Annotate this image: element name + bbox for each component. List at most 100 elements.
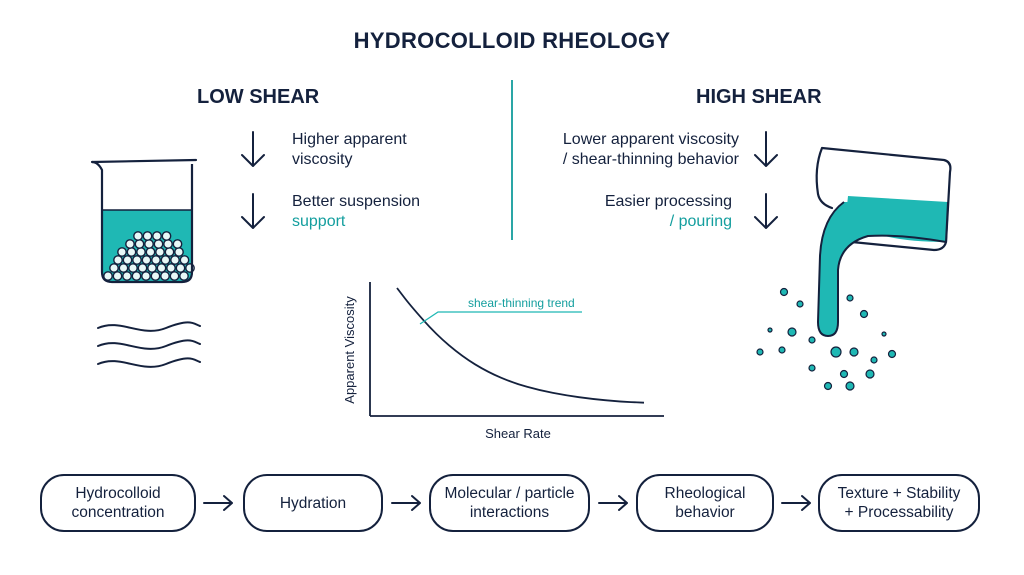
particle-bead <box>151 255 161 265</box>
droplet <box>787 327 797 337</box>
particle-bead <box>179 271 189 281</box>
particle-bead <box>155 247 165 257</box>
particle-bead <box>145 247 156 257</box>
high-shear-effect-processing-line2: / pouring <box>669 213 732 230</box>
down-arrow-icon <box>754 131 778 167</box>
droplet <box>839 369 849 379</box>
high-shear-effect-viscosity: Lower apparent viscosity / shear-thinnin… <box>563 130 739 170</box>
flow-step-concentration: Hydrocolloid concentration <box>40 474 196 532</box>
right-arrow-icon <box>781 495 811 511</box>
droplet <box>779 287 789 297</box>
droplet <box>767 327 773 333</box>
particle-bead <box>160 255 171 265</box>
droplet <box>845 381 855 391</box>
flow-step-label: concentration <box>71 504 165 521</box>
particle-bead <box>103 271 113 281</box>
particle-bead <box>144 239 154 249</box>
particle-bead <box>134 239 145 249</box>
particle-bead <box>179 255 190 265</box>
low-shear-effect-suspension: Better suspension support <box>292 192 420 232</box>
droplet <box>870 356 878 364</box>
particle-bead <box>153 239 164 249</box>
flow-step-rheology: Rheological behavior <box>636 474 774 532</box>
droplet <box>830 346 842 358</box>
particle-bead <box>113 255 123 265</box>
flow-step-label: Molecular / particle <box>444 485 575 502</box>
droplet <box>881 331 887 337</box>
droplet <box>849 347 859 357</box>
flow-step-interactions: Molecular / particle interactions <box>429 474 590 532</box>
particle-bead <box>137 263 148 273</box>
droplet <box>796 300 804 308</box>
particle-bead <box>118 263 129 273</box>
low-shear-effect-suspension-line2: support <box>292 213 346 230</box>
particle-bead <box>169 271 180 281</box>
particle-bead <box>156 263 167 273</box>
particle-bead <box>141 255 152 265</box>
high-shear-effect-viscosity-line2: / shear-thinning behavior <box>562 151 739 168</box>
particle-bead <box>133 231 143 241</box>
section-divider <box>511 80 513 240</box>
right-arrow-icon <box>203 495 233 511</box>
particle-bead <box>109 263 119 273</box>
low-shear-effect-viscosity-line1: Higher apparent <box>292 131 407 148</box>
down-arrow-icon <box>241 131 265 167</box>
flow-step-label: Rheological <box>664 485 746 502</box>
particle-bead <box>150 271 161 281</box>
particle-bead <box>147 263 157 273</box>
particle-bead <box>136 247 146 257</box>
down-arrow-icon <box>754 193 778 229</box>
high-shear-effect-processing: Easier processing / pouring <box>605 192 732 232</box>
high-shear-effect-processing-line1: Easier processing <box>604 193 732 210</box>
flow-step-label: interactions <box>469 504 550 521</box>
flow-step-outcome: Texture + Stability+ Processability <box>818 474 980 532</box>
particle-bead <box>166 263 176 273</box>
particle-bead <box>175 263 186 273</box>
particle-bead <box>152 231 162 241</box>
droplet <box>808 336 816 344</box>
particle-bead <box>164 247 175 257</box>
particle-bead <box>163 239 173 249</box>
flow-step-hydration: Hydration <box>243 474 383 532</box>
droplet <box>846 294 854 302</box>
flow-step-label: Hydrocolloid <box>75 485 161 502</box>
low-shear-effect-viscosity: Higher apparent viscosity <box>292 130 407 170</box>
annotation-leader-line <box>419 311 582 325</box>
droplet <box>887 349 897 359</box>
low-shear-heading: LOW SHEAR <box>197 86 320 108</box>
particle-bead <box>128 263 138 273</box>
flow-step-label: Hydration <box>279 494 347 512</box>
particle-bead <box>170 255 180 265</box>
low-shear-effect-suspension-line1: Better suspension <box>292 193 421 210</box>
particle-bead <box>125 239 135 249</box>
high-shear-heading: HIGH SHEAR <box>696 86 822 108</box>
particle-bead <box>141 271 151 281</box>
particle-bead <box>132 255 142 265</box>
viscosity-chart: shear-thinning trend Shear Rate Apparent… <box>342 282 664 441</box>
right-arrow-icon <box>391 495 421 511</box>
beaker-with-particles-icon <box>90 158 198 284</box>
flow-step-label: + Processability <box>844 504 954 521</box>
particle-bead <box>126 247 137 257</box>
gentle-flow-lines-icon <box>97 321 201 368</box>
droplet <box>808 364 816 372</box>
flow-step-label: behavior <box>675 504 735 521</box>
particle-bead <box>131 271 142 281</box>
y-axis-label: Apparent Viscosity <box>342 296 357 404</box>
particle-bead <box>174 247 184 257</box>
high-shear-effect-viscosity-line1: Lower apparent viscosity <box>562 131 739 148</box>
particle-bead <box>172 239 183 249</box>
droplet <box>823 381 833 391</box>
particle-bead <box>122 255 133 265</box>
particle-bead <box>117 247 127 257</box>
particle-bead <box>142 231 153 241</box>
droplet <box>865 369 875 379</box>
viscosity-curve <box>396 287 645 404</box>
annotation-label: shear-thinning trend <box>468 296 575 310</box>
right-arrow-icon <box>598 495 628 511</box>
particle-bead <box>122 271 132 281</box>
droplet <box>778 346 786 354</box>
droplet <box>756 348 764 356</box>
x-axis-label: Shear Rate <box>485 426 551 441</box>
pouring-beaker-icon <box>756 146 952 391</box>
